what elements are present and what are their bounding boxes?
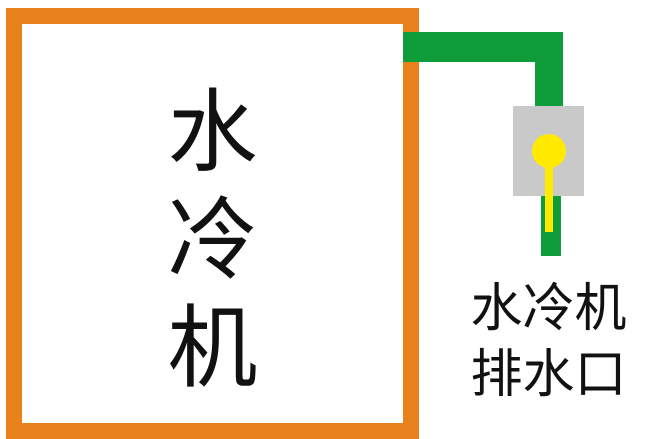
valve-knob-icon xyxy=(532,134,566,232)
drain-label-line-2: 排水口 xyxy=(470,345,627,405)
water-chiller-char-3: 机 xyxy=(167,296,258,401)
drain-pipe-vertical xyxy=(535,32,563,110)
water-chiller-char-1: 水 xyxy=(167,80,258,185)
drain-outlet-label: 水冷机 排水口 xyxy=(446,276,651,408)
drain-label-line-1: 水冷机 xyxy=(470,279,627,339)
water-chiller-box: 水 冷 机 xyxy=(6,8,419,439)
water-chiller-label: 水 冷 机 xyxy=(22,79,403,403)
water-chiller-char-2: 冷 xyxy=(167,188,258,293)
